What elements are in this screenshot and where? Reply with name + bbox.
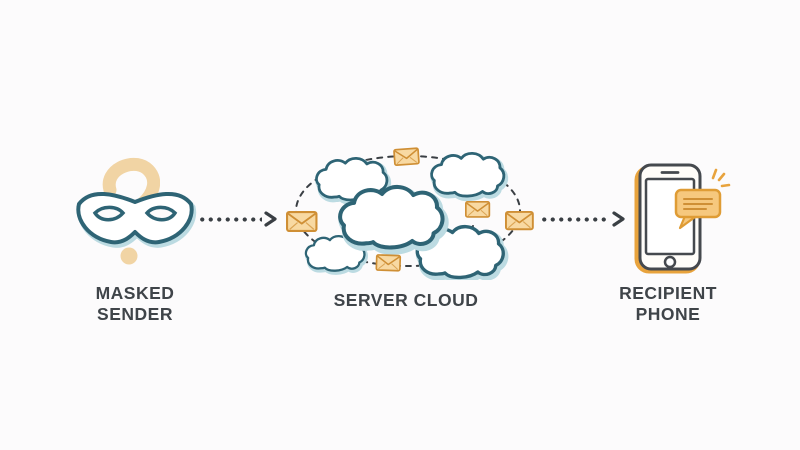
recipient-phone-label-line2: PHONE: [635, 304, 701, 324]
smartphone-icon: [634, 163, 731, 274]
envelope-icon: [505, 210, 534, 231]
envelope-icon: [393, 147, 420, 167]
dotted-line: [198, 216, 262, 222]
burst-icon: [711, 168, 731, 188]
server-cloud-icon: [285, 147, 534, 280]
mask-eye-hole: [92, 205, 126, 222]
cloud-icon: [430, 151, 506, 198]
phone-home-button: [663, 255, 677, 269]
arrowhead-icon: [264, 211, 277, 227]
cloud-icon: [340, 187, 445, 251]
envelope-icon: [464, 200, 491, 218]
chat-bubble-icon: [674, 188, 722, 230]
mask-eye-hole: [144, 205, 178, 222]
flow-arrow-sender-to-cloud: [198, 210, 282, 228]
dotted-line: [540, 216, 610, 222]
recipient-phone-label-line1: RECIPIENT: [619, 283, 717, 303]
envelope-icon: [375, 254, 402, 272]
arrowhead-icon: [612, 211, 625, 227]
envelope-icon: [285, 211, 318, 232]
server-cloud-label: SERVER CLOUD: [333, 290, 479, 310]
recipient-phone-label: RECIPIENT PHONE: [593, 283, 743, 325]
masked-sender-label-line1: MASKED: [95, 283, 175, 303]
masquerade-mask-icon: [76, 191, 197, 252]
masked-sender-label-line2: SENDER: [97, 304, 173, 324]
flow-arrow-cloud-to-phone: [540, 210, 632, 228]
masked-sender-label: MASKED SENDER: [60, 283, 210, 325]
